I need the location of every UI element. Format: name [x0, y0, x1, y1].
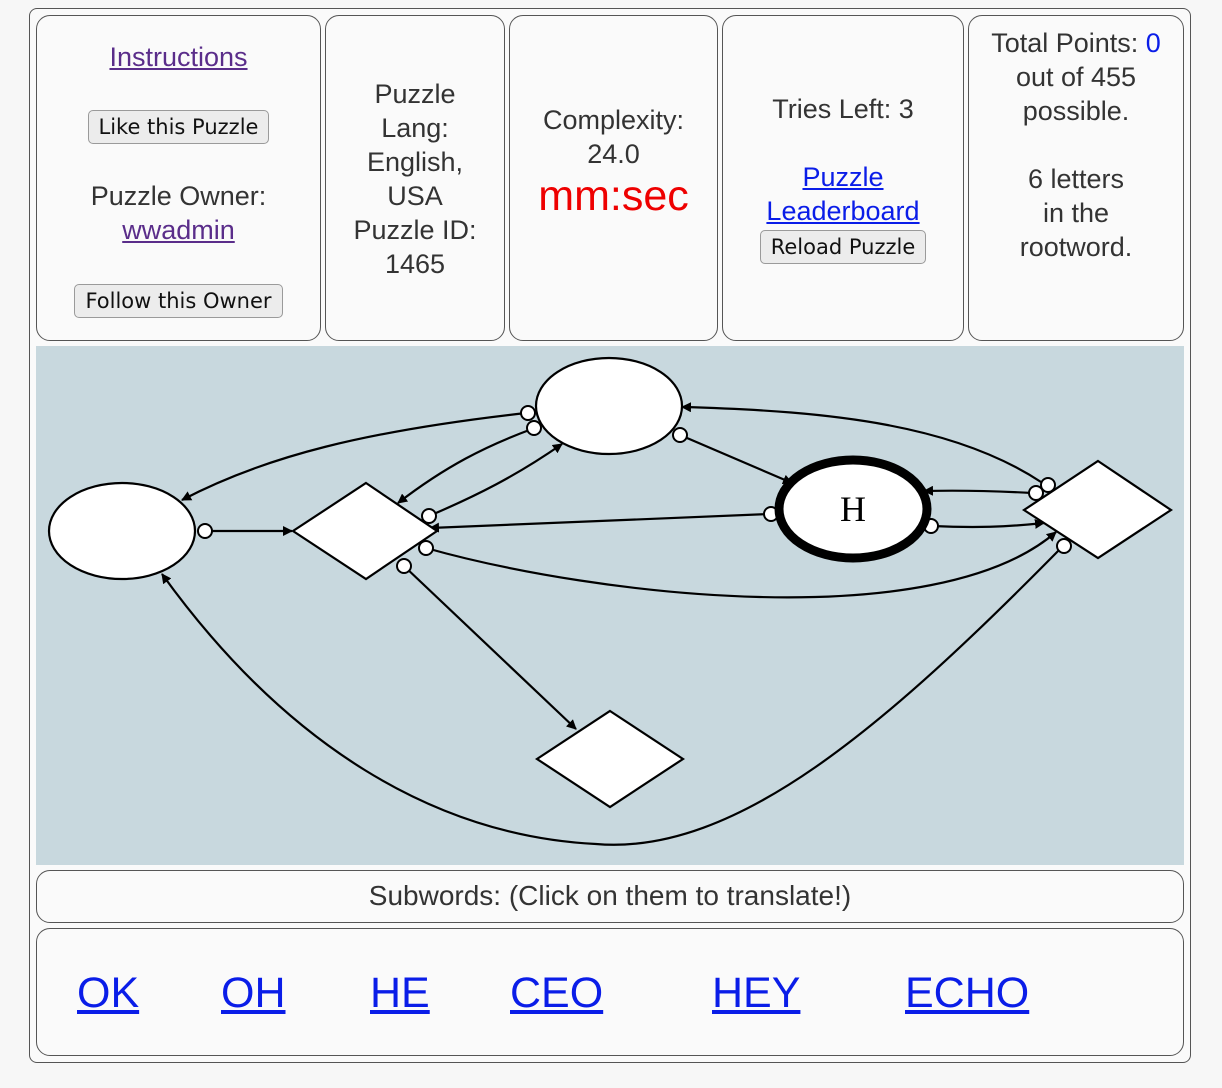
- edge: [429, 512, 771, 533]
- leaderboard-link[interactable]: Puzzle Leaderboard: [766, 162, 919, 226]
- edge: [428, 443, 563, 518]
- subwords-title: Subwords: (Click on them to translate!): [368, 880, 852, 911]
- letters-line-2: in the: [1042, 198, 1110, 228]
- edge: [681, 402, 1042, 483]
- points-out-of: out of 455: [1015, 62, 1137, 92]
- tries-left: Tries Left: 3: [772, 94, 914, 124]
- graph-node-left-diamond[interactable]: [290, 481, 439, 581]
- edge: [161, 545, 1064, 846]
- total-points: Total Points: 0: [969, 26, 1183, 60]
- graph-node-left[interactable]: [47, 481, 197, 581]
- edge-tail-circle: [1056, 538, 1072, 554]
- edge: [931, 518, 1045, 529]
- edge-tail-circle: [197, 523, 213, 539]
- graph-node-top[interactable]: [534, 356, 684, 456]
- graph-node-right-diamond[interactable]: [1021, 459, 1173, 560]
- edge: [403, 565, 577, 730]
- owner-label: Puzzle Owner:: [90, 181, 267, 211]
- edge: [181, 411, 527, 501]
- lang-line-3: English,: [366, 147, 464, 177]
- lang-line-1: Puzzle: [374, 79, 456, 109]
- follow-owner-button[interactable]: Follow this Owner: [74, 284, 283, 318]
- graph-node-revealed[interactable]: [774, 455, 932, 563]
- letters-line-1: 6 letters: [1027, 164, 1125, 194]
- edge-tail-circle: [672, 427, 688, 443]
- subwords-list: OK OH HE CEO HEY ECHO: [36, 928, 1184, 1056]
- complexity-value: 24.0: [587, 139, 640, 169]
- edge: [397, 427, 533, 504]
- revealed-letter: H: [840, 489, 866, 529]
- edge-tail-circle: [526, 420, 542, 436]
- owner-panel: Instructions Like this Puzzle Puzzle Own…: [36, 15, 321, 341]
- reload-puzzle-button[interactable]: Reload Puzzle: [759, 230, 927, 264]
- edge: [679, 433, 793, 485]
- lang-line-2: Lang:: [381, 113, 449, 143]
- puzzle-id-label: Puzzle ID:: [353, 215, 477, 245]
- subword-link[interactable]: HE: [370, 969, 430, 1017]
- instructions-link[interactable]: Instructions: [109, 42, 248, 72]
- edge-tail-circle: [396, 558, 412, 574]
- graph-node-bottom-diamond[interactable]: [534, 709, 686, 809]
- puzzle-id-value: 1465: [384, 249, 446, 279]
- edge: [425, 531, 1057, 599]
- subwords-header: Subwords: (Click on them to translate!): [36, 870, 1184, 923]
- graph-svg: H: [47, 356, 1173, 846]
- language-panel: Puzzle Lang: English, USA Puzzle ID: 146…: [325, 15, 505, 341]
- letters-line-3: rootword.: [1019, 232, 1133, 262]
- subword-link[interactable]: OH: [221, 969, 286, 1017]
- leaderboard-line-1: Puzzle: [802, 162, 884, 192]
- total-points-label: Total Points:: [991, 28, 1146, 58]
- subword-link[interactable]: CEO: [510, 969, 604, 1017]
- edge-tail-circle: [1028, 485, 1044, 501]
- complexity-panel: Complexity: 24.0 mm:sec: [509, 15, 718, 341]
- word-graph: H: [36, 346, 1184, 865]
- tries-panel: Tries Left: 3 Puzzle Leaderboard Reload …: [722, 15, 964, 341]
- edge: [923, 485, 1033, 496]
- timer-display: mm:sec: [538, 172, 689, 220]
- lang-line-4: USA: [387, 181, 443, 211]
- leaderboard-line-2: Leaderboard: [766, 196, 920, 226]
- subword-link[interactable]: ECHO: [905, 969, 1030, 1017]
- subword-link[interactable]: OK: [77, 969, 140, 1017]
- total-points-value: 0: [1145, 28, 1161, 58]
- owner-name-link[interactable]: wwadmin: [122, 215, 235, 245]
- points-panel: Total Points: 0 out of 455 possible. 6 l…: [968, 15, 1184, 341]
- edge-tail-circle: [1040, 477, 1056, 493]
- edge-tail-circle: [418, 540, 434, 556]
- edge-tail-circle: [520, 405, 536, 421]
- complexity-label: Complexity:: [542, 105, 685, 135]
- edge-tail-circle: [421, 508, 437, 524]
- points-possible: possible.: [1022, 96, 1130, 126]
- subword-link[interactable]: HEY: [712, 969, 801, 1017]
- like-puzzle-button[interactable]: Like this Puzzle: [87, 110, 270, 144]
